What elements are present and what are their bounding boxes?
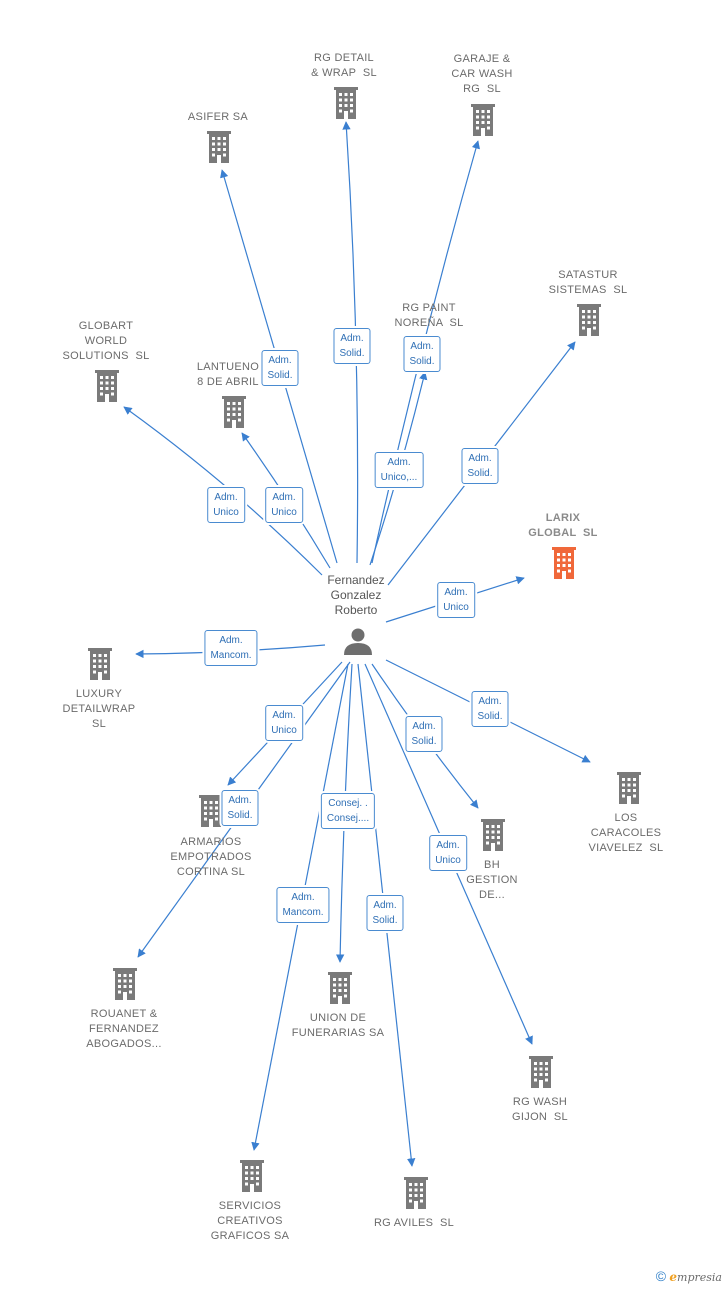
building-icon[interactable] xyxy=(617,772,641,804)
relation-label-union[interactable]: Consej. . Consej.... xyxy=(320,793,376,829)
relation-label-larix[interactable]: Adm. Unico xyxy=(437,582,475,618)
relation-label-garaje[interactable]: Adm. Solid. xyxy=(403,336,441,372)
building-icon[interactable] xyxy=(95,370,119,402)
relation-label-rg-detail[interactable]: Adm. Solid. xyxy=(333,328,371,364)
relation-label-lantueno[interactable]: Adm. Unico xyxy=(265,487,303,523)
building-icon[interactable] xyxy=(471,104,495,136)
relation-label-los-caracoles[interactable]: Adm. Solid. xyxy=(471,691,509,727)
brand-name: mpresia xyxy=(677,1271,722,1284)
building-icon[interactable] xyxy=(207,131,231,163)
company-name-los-caracoles[interactable]: LOS CARACOLES VIAVELEZ SL xyxy=(588,812,664,854)
building-icon[interactable] xyxy=(328,972,352,1004)
building-icon[interactable] xyxy=(88,648,112,680)
building-icon[interactable] xyxy=(334,87,358,119)
company-name-satastur[interactable]: SATASTUR SISTEMAS SL xyxy=(548,269,628,296)
building-icon[interactable] xyxy=(240,1160,264,1192)
building-icon[interactable] xyxy=(529,1056,553,1088)
relation-label-asifer[interactable]: Adm. Solid. xyxy=(261,350,299,386)
company-name-lantueno[interactable]: LANTUENO 8 DE ABRIL xyxy=(196,361,260,388)
company-name-rg-detail[interactable]: RG DETAIL & WRAP SL xyxy=(311,52,377,79)
building-icon[interactable] xyxy=(222,396,246,428)
company-name-rg-wash[interactable]: RG WASH GIJON SL xyxy=(512,1096,568,1123)
relation-label-servicios[interactable]: Adm. Mancom. xyxy=(276,887,330,923)
relation-label-bh-gestion[interactable]: Adm. Solid. xyxy=(405,716,443,752)
relation-label-luxury[interactable]: Adm. Mancom. xyxy=(204,630,258,666)
company-name-union[interactable]: UNION DE FUNERARIAS SA xyxy=(291,1012,385,1039)
company-name-servicios[interactable]: SERVICIOS CREATIVOS GRAFICOS SA xyxy=(210,1200,290,1242)
company-name-rouanet[interactable]: ROUANET & FERNANDEZ ABOGADOS... xyxy=(86,1008,162,1050)
building-icon[interactable] xyxy=(113,968,137,1000)
relation-label-rg-wash[interactable]: Adm. Unico xyxy=(429,835,467,871)
person-icon[interactable] xyxy=(344,628,372,656)
company-name-bh-gestion[interactable]: BH GESTION DE... xyxy=(466,859,518,901)
relation-label-globart[interactable]: Adm. Unico xyxy=(207,487,245,523)
relation-label-satastur[interactable]: Adm. Solid. xyxy=(461,448,499,484)
building-icon[interactable] xyxy=(404,1177,428,1209)
building-icon[interactable] xyxy=(577,304,601,336)
relation-label-rg-paint[interactable]: Adm. Unico,... xyxy=(374,452,424,488)
person-name[interactable]: Fernandez Gonzalez Roberto xyxy=(327,573,385,617)
brand-initial: e xyxy=(669,1270,678,1284)
company-name-rg-paint[interactable]: RG PAINT NOREÑA SL xyxy=(394,302,464,329)
company-name-garaje[interactable]: GARAJE & CAR WASH RG SL xyxy=(451,53,513,95)
building-icon[interactable] xyxy=(552,547,576,579)
company-name-rg-aviles[interactable]: RG AVILES SL xyxy=(373,1217,455,1229)
company-name-luxury[interactable]: LUXURY DETAILWRAP SL xyxy=(62,688,136,730)
building-icon[interactable] xyxy=(481,819,505,851)
relation-label-armarios[interactable]: Adm. Unico xyxy=(265,705,303,741)
company-name-armarios[interactable]: ARMARIOS EMPOTRADOS CORTINA SL xyxy=(170,836,252,878)
relation-label-rouanet[interactable]: Adm. Solid. xyxy=(221,790,259,826)
company-name-globart[interactable]: GLOBART WORLD SOLUTIONS SL xyxy=(62,320,150,362)
footer-brand: © empresia xyxy=(656,1268,722,1284)
relation-label-rg-aviles[interactable]: Adm. Solid. xyxy=(366,895,404,931)
company-name-larix[interactable]: LARIX GLOBAL SL xyxy=(528,512,598,539)
company-name-asifer[interactable]: ASIFER SA xyxy=(187,111,249,123)
building-icon[interactable] xyxy=(199,795,223,827)
copyright-icon: © xyxy=(655,1268,667,1284)
